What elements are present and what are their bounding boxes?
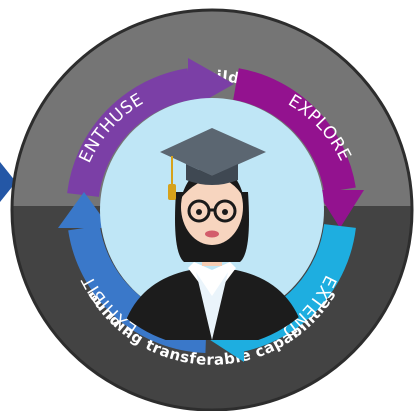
stage-arc-enthuse: [67, 68, 193, 198]
stage-arrowhead-enthuse: [188, 58, 234, 110]
stage-arrowhead-exhibit: [58, 192, 110, 228]
graduate-illustration-icon: [120, 128, 306, 340]
stage-arc-explore: [232, 68, 356, 193]
pointer-arrow-icon: [0, 162, 16, 202]
stage-arrowhead-explore: [316, 190, 364, 228]
